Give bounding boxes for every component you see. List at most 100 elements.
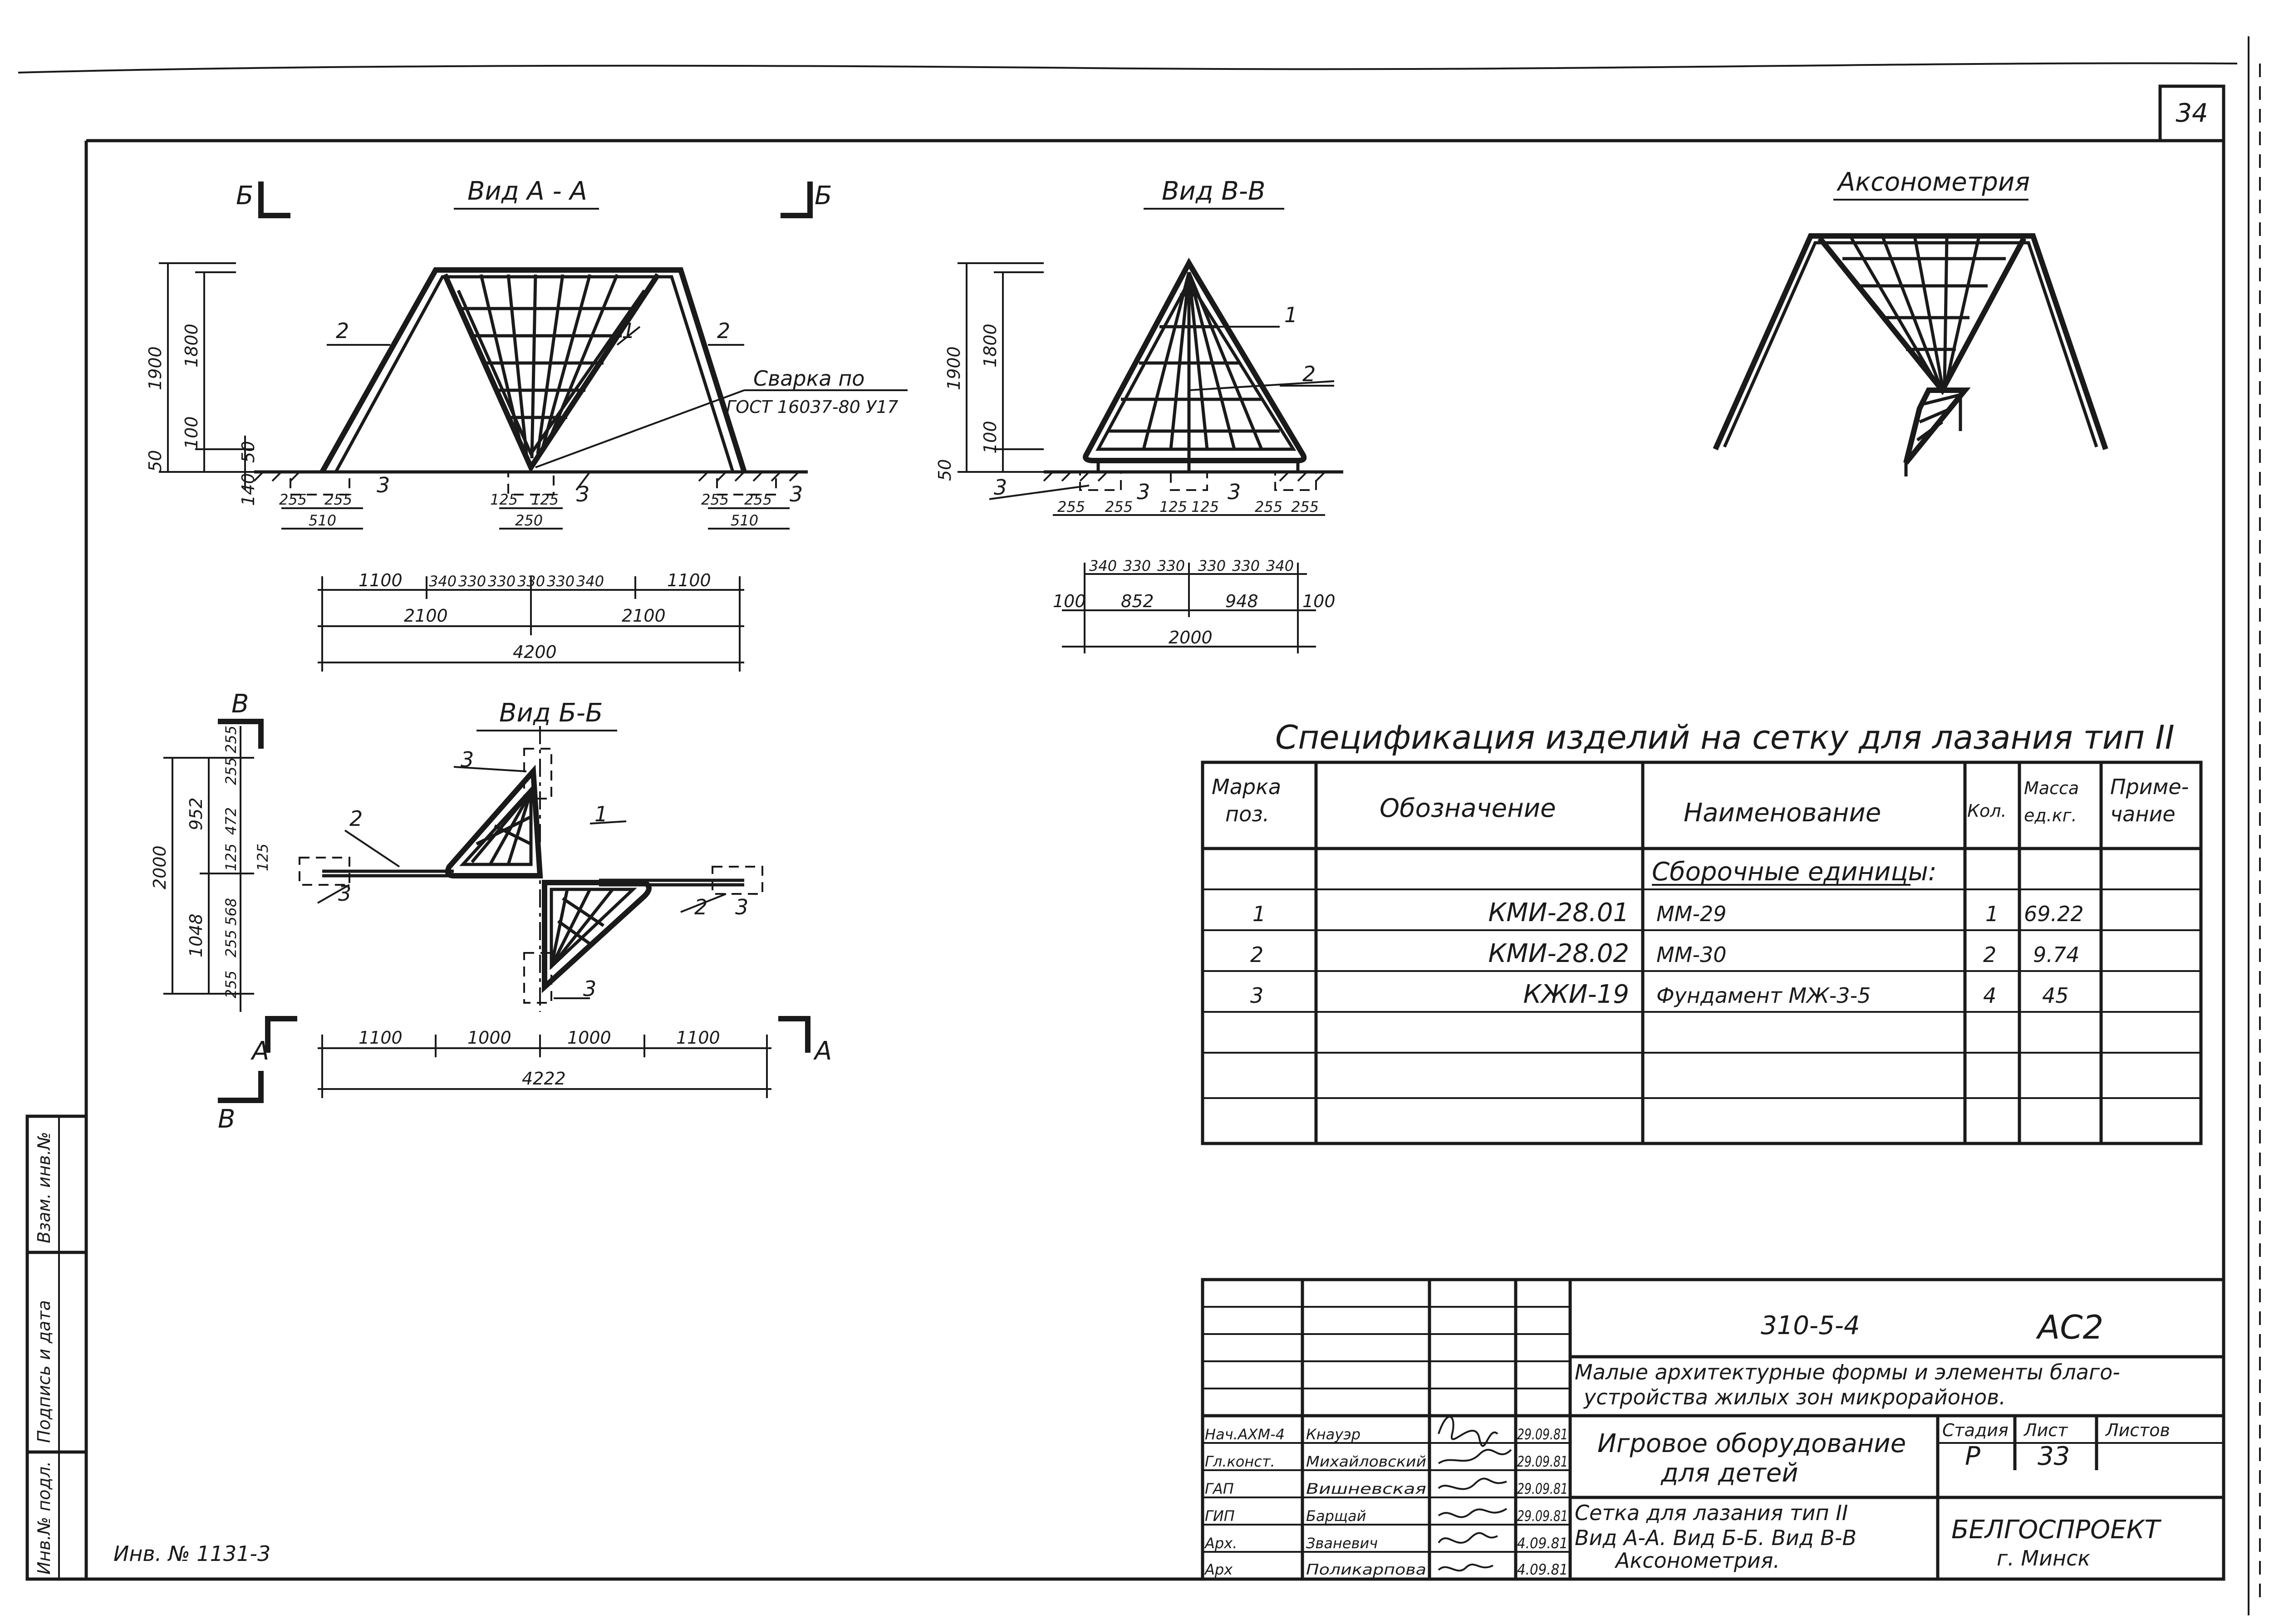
signature-row: Арх. Званевич 4.09.81 <box>1204 1532 1568 1552</box>
spec-row-mass: 45 <box>2042 983 2069 1008</box>
view-bb-title: Вид Б-Б <box>499 698 603 728</box>
spec-row-mass: 69.22 <box>2024 902 2084 926</box>
view-bb-dim-1048: 1048 <box>186 913 206 957</box>
spec-row-pos: 1 <box>1252 902 1266 926</box>
title-org: БЕЛГОСПРОЕКТ <box>1951 1515 2161 1545</box>
title-drawing-line2: Вид А-А. Вид Б-Б. Вид В-В <box>1575 1526 1856 1550</box>
view-aa-dim-2100a: 2100 <box>404 606 448 626</box>
signature-mark <box>1438 1477 1507 1490</box>
signature-row: ГАП Вишневская 29.09.81 <box>1205 1477 1568 1497</box>
view-aa-dim-250: 250 <box>515 512 543 529</box>
view-vv-dim-255a: 255 <box>1057 498 1085 515</box>
signature-name: Вишневская <box>1306 1480 1426 1497</box>
view-aa-bottom-dims <box>281 507 790 672</box>
view-bb-dim-255b: 255 <box>222 757 240 785</box>
title-object-line1: Игровое оборудование <box>1597 1429 1906 1458</box>
signature-date: 4.09.81 <box>1517 1535 1568 1552</box>
title-sheet-value: 33 <box>2038 1442 2070 1471</box>
title-project-line2: устройства жилых зон микрорайонов. <box>1583 1385 2006 1409</box>
spec-header-note-line2: чание <box>2110 802 2176 826</box>
signature-mark <box>1438 1508 1508 1518</box>
view-aa-dim-330d: 330 <box>547 573 575 590</box>
signature-name: Барщай <box>1306 1507 1366 1525</box>
spec-row-qty: 2 <box>1983 942 1996 967</box>
spec-row: 2 КМИ-28.02 ММ-30 2 9.74 <box>1250 939 2079 968</box>
view-bb-dim-472: 472 <box>222 807 240 835</box>
view-bb-dim-2000: 2000 <box>150 845 170 889</box>
title-mark: АС2 <box>2036 1308 2103 1346</box>
view-vv-structure <box>989 257 1343 500</box>
view-vv-dim-100b: 100 <box>1302 591 1336 611</box>
view-vv-vertical-dims <box>958 262 1044 473</box>
spec-row-pos: 3 <box>1250 983 1263 1008</box>
signature-row: ГИП Барщай 29.09.81 <box>1205 1507 1568 1525</box>
view-aa-dim-2100b: 2100 <box>622 606 666 626</box>
view-vv-dim-330a: 330 <box>1123 557 1151 574</box>
spec-row-name: Фундамент МЖ-3-5 <box>1656 983 1871 1008</box>
signature-mark <box>1438 1532 1498 1544</box>
signature-name: Кнауэр <box>1306 1426 1360 1443</box>
view-bb-dim-1100a: 1100 <box>359 1028 403 1048</box>
view-bb-dim-255c: 255 <box>222 930 240 957</box>
view-bb-label-foundation-right: 3 <box>735 895 748 919</box>
view-vv-dim-330d: 330 <box>1232 557 1260 574</box>
section-mark-v-bottom: В <box>218 1104 235 1134</box>
view-aa-dim-255c: 255 <box>701 491 729 508</box>
view-aa-label-frame: 1 <box>622 319 635 343</box>
title-drawing-line1: Сетка для лазания тип II <box>1575 1501 1848 1525</box>
view-aa-dim-255a: 255 <box>279 491 307 508</box>
spec-row-designation: КМИ-28.02 <box>1488 939 1630 968</box>
view-vv-dim-255c: 255 <box>1255 498 1282 515</box>
view-aa-dim-330a: 330 <box>458 573 486 590</box>
side-stamp-replace-inv: Взам. инв.№ <box>34 1132 54 1243</box>
view-vv-dim-125b: 125 <box>1191 498 1219 515</box>
signature-role: ГИП <box>1205 1507 1235 1525</box>
title-city: г. Минск <box>1997 1546 2090 1570</box>
view-vv-dim-100a: 100 <box>1053 591 1086 611</box>
section-mark-b-left: Б <box>236 181 253 211</box>
view-aa-dim-330b: 330 <box>488 573 516 590</box>
view-vv-dim-h1900: 1900 <box>944 346 964 390</box>
view-vv-label-foundation-2: 3 <box>1137 480 1150 504</box>
view-aa-label-support-right: 2 <box>717 319 730 343</box>
spec-header-pos-line1: Марка <box>1212 775 1281 799</box>
view-bb-label-support-right: 2 <box>694 895 707 919</box>
view-vv-bottom-dims <box>1053 514 1325 653</box>
section-mark-v-top: В <box>231 689 249 719</box>
view-bb-vertical-dims <box>163 726 254 1012</box>
view-vv-dim-340b: 340 <box>1266 557 1294 574</box>
view-aa-dim-h50b: 50 <box>238 441 258 463</box>
view-aa-dim-510b: 510 <box>731 512 758 529</box>
spec-row-mass: 9.74 <box>2033 942 2079 967</box>
view-bb-dim-125a: 125 <box>222 844 240 871</box>
spec-row-qty: 1 <box>1985 902 1999 926</box>
signature-name: Поликарпова <box>1306 1561 1426 1578</box>
view-vv-dim-255d: 255 <box>1291 498 1319 515</box>
spec-table-grid <box>1201 760 2203 1145</box>
title-sheet-label: Лист <box>2023 1420 2068 1440</box>
spec-row-pos: 2 <box>1250 942 1263 967</box>
spec-row: 1 КМИ-28.01 ММ-29 1 69.22 <box>1252 898 2084 927</box>
signature-mark <box>1438 1563 1493 1572</box>
signature-row: Гл.конст. Михайловский 29.09.81 <box>1205 1449 1568 1470</box>
weld-note-line2: ГОСТ 16037-80 У17 <box>726 397 898 417</box>
view-bb-dim-255a: 255 <box>222 726 240 753</box>
spec-group-heading: Сборочные единицы: <box>1652 857 1937 887</box>
spec-header-name: Наименование <box>1684 798 1881 828</box>
view-bb-dim-4222: 4222 <box>522 1069 566 1089</box>
view-aa-vertical-dims <box>159 262 254 490</box>
view-vv-dim-948: 948 <box>1225 591 1258 611</box>
view-bb-dim-952: 952 <box>186 797 206 830</box>
sheet-number: 34 <box>2176 98 2208 128</box>
spec-row-designation: КЖИ-19 <box>1523 980 1629 1009</box>
view-vv-label-support: 2 <box>1302 362 1316 386</box>
spec-row-name: ММ-30 <box>1656 942 1727 967</box>
title-project-line1: Малые архитектурные формы и элементы бла… <box>1575 1360 2120 1384</box>
view-bb-label-foundation-bottom: 3 <box>583 976 596 1001</box>
view-bb-bottom-dims <box>318 1035 771 1098</box>
view-vv-dim-852: 852 <box>1121 591 1154 611</box>
spec-header-pos-line2: поз. <box>1225 802 1269 826</box>
view-vv-dim-330c: 330 <box>1198 557 1226 574</box>
view-aa-dim-255d: 255 <box>744 491 772 508</box>
